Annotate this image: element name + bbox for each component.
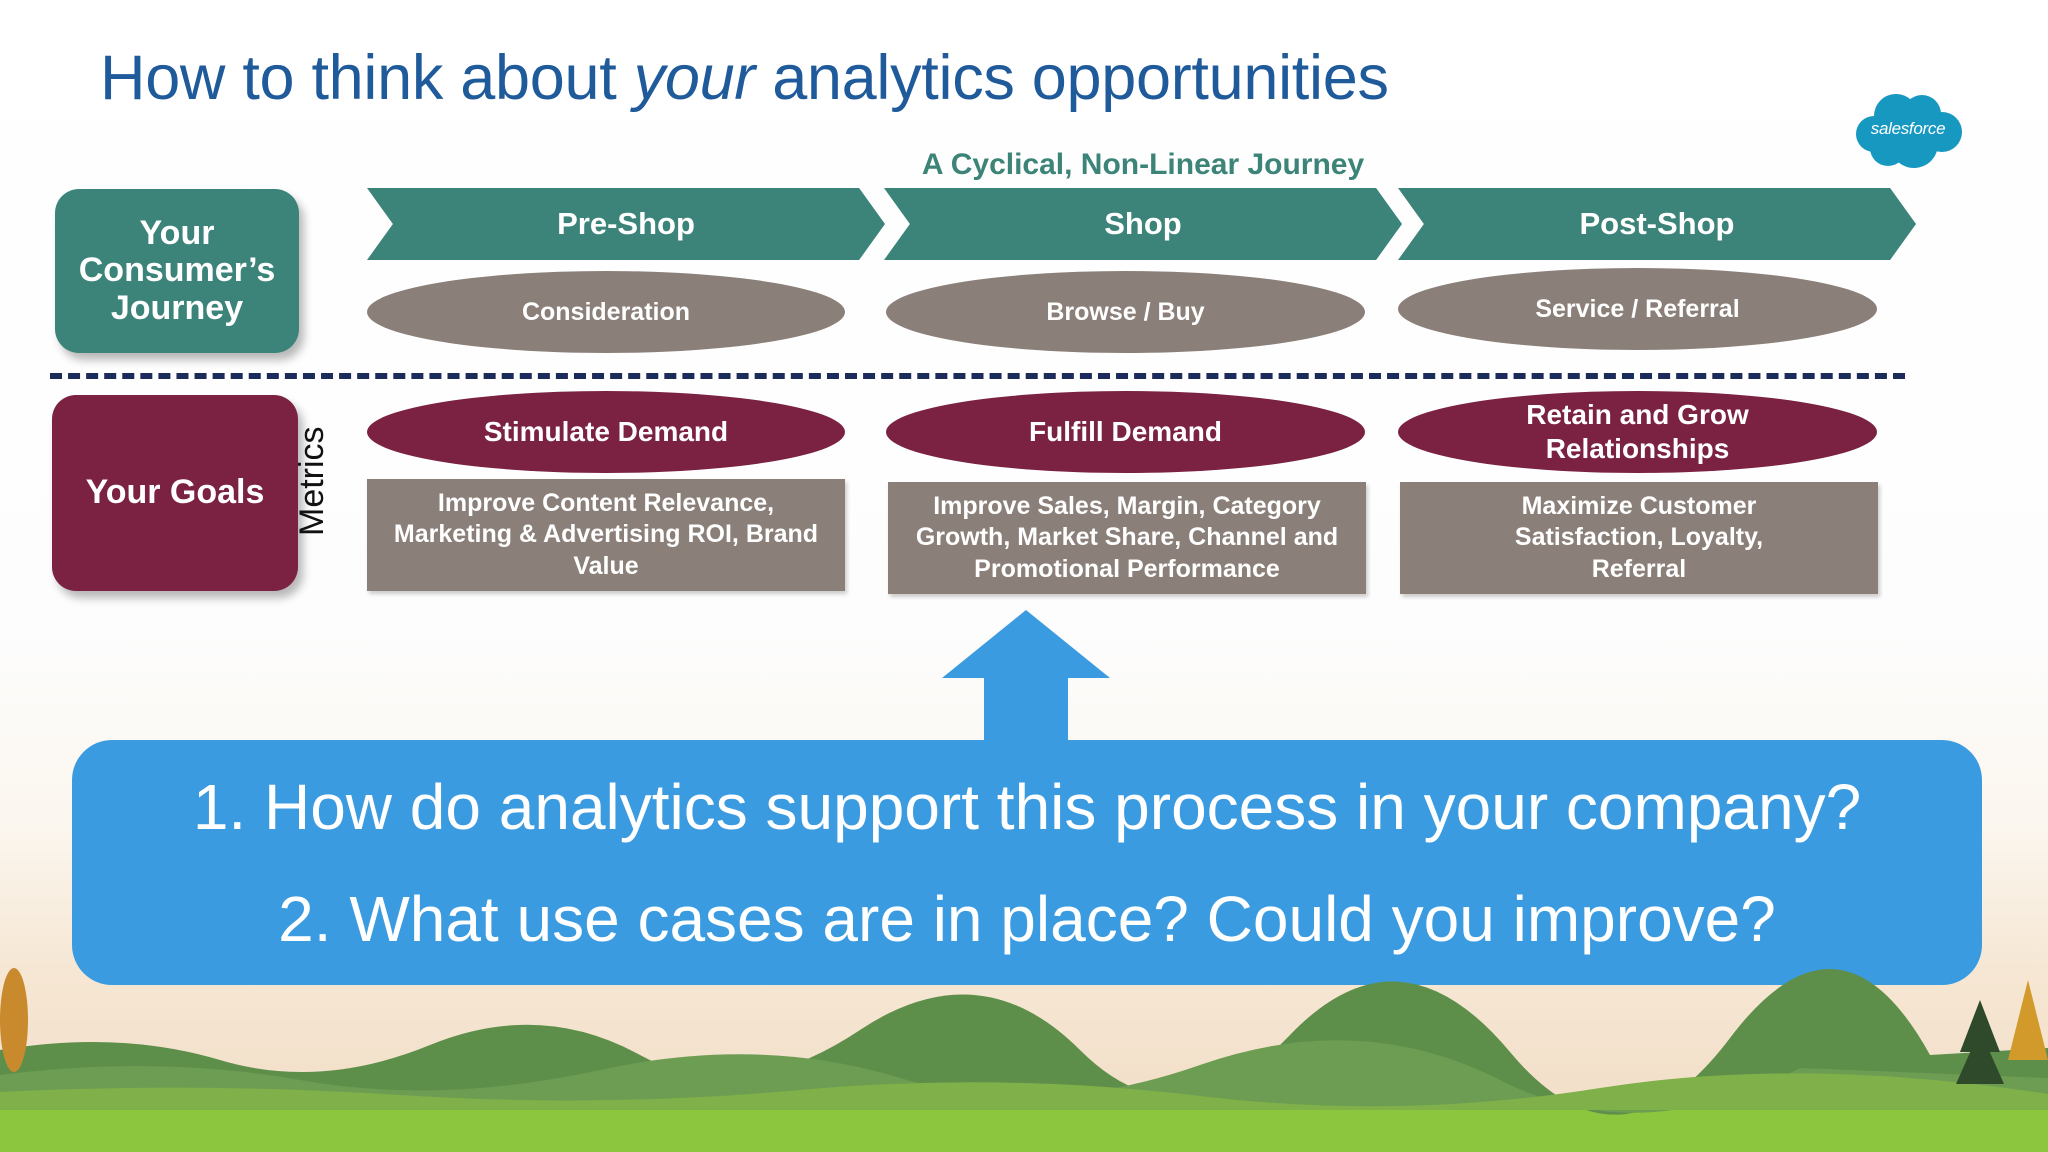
consumer-journey-label: Your Consumer’s Journey bbox=[78, 213, 276, 327]
phase-label: Service / Referral bbox=[1535, 294, 1740, 323]
stage-arrow-post-shop: Post-Shop bbox=[1398, 188, 1916, 260]
phase-consideration: Consideration bbox=[367, 271, 845, 353]
slide-title: How to think about your analytics opport… bbox=[100, 42, 1389, 114]
goal-stimulate-demand: Stimulate Demand bbox=[367, 391, 845, 473]
phase-browse-buy: Browse / Buy bbox=[886, 271, 1365, 353]
goal-label: Stimulate Demand bbox=[483, 416, 729, 448]
up-arrow-icon bbox=[942, 610, 1110, 748]
landscape-illustration bbox=[0, 968, 2048, 1152]
goal-label: Retain and Grow Relationships bbox=[1526, 399, 1749, 464]
stage-arrow-pre-shop: Pre-Shop bbox=[367, 188, 885, 260]
metrics-text: Improve Sales, Margin, Category Growth, … bbox=[915, 492, 1339, 583]
metrics-text: Improve Content Relevance, Marketing & A… bbox=[393, 489, 819, 580]
metrics-text: Maximize Customer Satisfaction, Loyalty,… bbox=[1514, 492, 1764, 583]
metrics-box-shop: Improve Sales, Margin, Category Growth, … bbox=[888, 482, 1366, 594]
stage-label: Shop bbox=[1104, 206, 1182, 241]
phase-service-referral: Service / Referral bbox=[1398, 268, 1877, 350]
metrics-box-pre-shop: Improve Content Relevance, Marketing & A… bbox=[367, 479, 845, 591]
section-divider bbox=[50, 373, 1905, 379]
goal-fulfill-demand: Fulfill Demand bbox=[886, 391, 1365, 473]
your-goals-box: Your Goals bbox=[52, 395, 298, 591]
stage-arrow-shop: Shop bbox=[884, 188, 1402, 260]
questions-box: 1. How do analytics support this process… bbox=[72, 740, 1982, 985]
phase-label: Consideration bbox=[521, 297, 691, 326]
metrics-box-post-shop: Maximize Customer Satisfaction, Loyalty,… bbox=[1400, 482, 1878, 594]
your-goals-label: Your Goals bbox=[85, 473, 265, 512]
goal-retain-grow: Retain and Grow Relationships bbox=[1398, 391, 1877, 473]
goal-label: Fulfill Demand bbox=[1029, 416, 1222, 448]
salesforce-logo-text: salesforce bbox=[1870, 119, 1946, 138]
consumer-journey-box: Your Consumer’s Journey bbox=[55, 189, 299, 353]
stage-label: Post-Shop bbox=[1579, 206, 1735, 241]
stage-label: Pre-Shop bbox=[557, 206, 695, 241]
title-prefix: How to think about bbox=[100, 43, 634, 113]
question-2: 2. What use cases are in place? Could yo… bbox=[278, 882, 1776, 955]
title-emphasis: your bbox=[633, 43, 756, 113]
title-suffix: analytics opportunities bbox=[754, 43, 1389, 113]
metrics-label: Metrics bbox=[293, 426, 331, 536]
question-1: 1. How do analytics support this process… bbox=[192, 770, 1862, 843]
journey-subtitle: A Cyclical, Non-Linear Journey bbox=[921, 148, 1365, 181]
salesforce-cloud-logo bbox=[1856, 94, 1962, 168]
phase-label: Browse / Buy bbox=[1046, 297, 1205, 326]
